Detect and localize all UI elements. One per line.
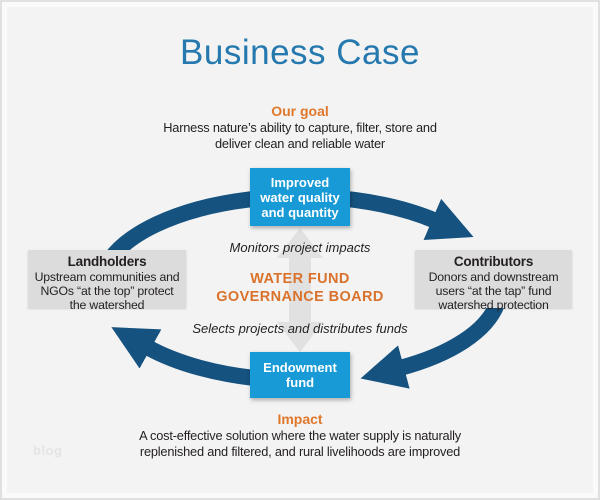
- improved-water-line-1: Improved: [270, 175, 330, 190]
- impact-text: A cost-effective solution where the wate…: [0, 428, 600, 459]
- contributors-line-3: watershed protection: [438, 298, 549, 312]
- endowment-fund-box: Endowment fund: [250, 352, 350, 398]
- endowment-line-2: fund: [285, 375, 315, 390]
- impact-line-1: A cost-effective solution where the wate…: [139, 428, 461, 443]
- monitors-caption: Monitors project impacts: [229, 240, 371, 255]
- arrow-endowment-to-landholders: [111, 327, 266, 387]
- contributors-line-2: users “at the tap” fund: [435, 284, 552, 298]
- goal-heading: Our goal: [271, 103, 329, 119]
- selects-caption: Selects projects and distributes funds: [192, 321, 408, 336]
- impact-line-2: replenished and filtered, and rural live…: [139, 443, 461, 459]
- impact-heading: Impact: [277, 411, 323, 427]
- landholders-line-3: the watershed: [69, 298, 145, 312]
- contributors-box: Contributors Donors and downstream users…: [415, 250, 572, 312]
- board-line-1: WATER FUND: [250, 271, 350, 287]
- arrow-contributors-to-endowment: [360, 300, 505, 389]
- contributors-heading: Contributors: [453, 254, 534, 269]
- landholders-heading: Landholders: [67, 254, 147, 269]
- contributors-line-1: Donors and downstream: [428, 270, 559, 284]
- page-title: Business Case: [180, 33, 420, 72]
- improved-water-line-3: and quantity: [261, 205, 339, 220]
- arrow-landholders-to-contributors: [102, 188, 474, 266]
- endowment-line-1: Endowment: [263, 360, 337, 375]
- landholders-line-1: Upstream communities and: [34, 270, 180, 284]
- governance-double-arrow: [277, 228, 323, 352]
- landholders-box: Landholders Upstream communities and NGO…: [28, 250, 186, 312]
- watermark: blog: [33, 443, 63, 458]
- governance-board-label: WATER FUND GOVERNANCE BOARD: [0, 271, 600, 306]
- goal-line-2: deliver clean and reliable water: [214, 135, 385, 151]
- goal-text: Harness nature’s ability to capture, fil…: [0, 120, 600, 151]
- improved-water-box: Improved water quality and quantity: [250, 168, 350, 226]
- landholders-line-2: NGOs “at the top” protect: [40, 284, 174, 298]
- goal-line-1: Harness nature’s ability to capture, fil…: [163, 120, 437, 135]
- board-line-2: GOVERNANCE BOARD: [216, 288, 384, 305]
- improved-water-line-2: water quality: [260, 190, 340, 205]
